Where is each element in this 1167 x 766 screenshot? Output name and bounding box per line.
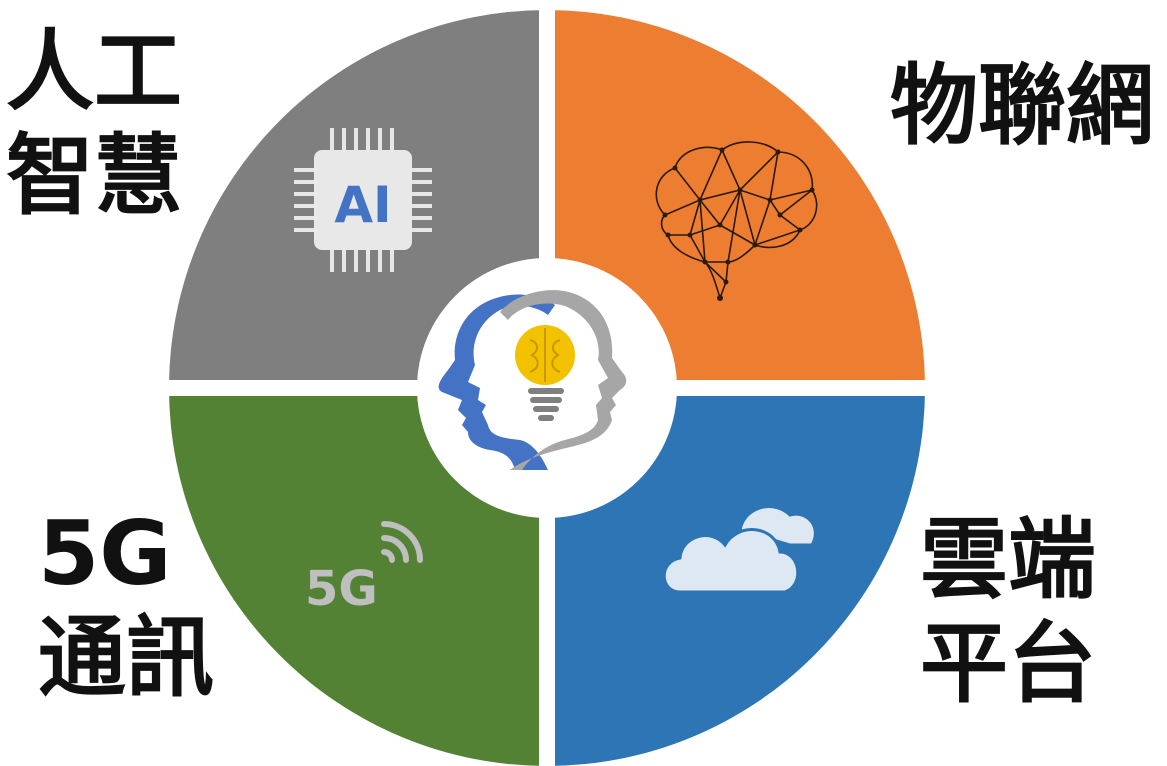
head-lightbulb-brain-icon [417,258,677,518]
label-5g: 5G 通訊 [38,502,214,710]
label-ai-line-1: 人工 [6,20,183,123]
label-cloud: 雲端 平台 [920,508,1096,716]
label-ai-line-2: 智慧 [6,124,183,227]
5g-signal-icon: 5G [305,521,423,617]
5g-icon-text: 5G [305,561,378,617]
label-ai: 人工 智慧 [6,20,182,228]
label-iot: 物聯網 [890,54,1154,158]
cloud-icon [662,505,817,594]
ai-chip-text: AI [334,176,391,234]
quadrant-iot [547,10,925,388]
label-iot-line-1: 物聯網 [890,54,1155,157]
quadrant-5g [169,388,547,766]
label-cloud-line-2: 平台 [920,612,1097,715]
ai-chip-icon: AI [294,128,432,272]
label-5g-line-1: 5G [38,502,172,605]
label-cloud-line-1: 雲端 [920,508,1097,611]
label-5g-line-2: 通訊 [38,606,215,709]
network-brain-icon [655,141,818,301]
